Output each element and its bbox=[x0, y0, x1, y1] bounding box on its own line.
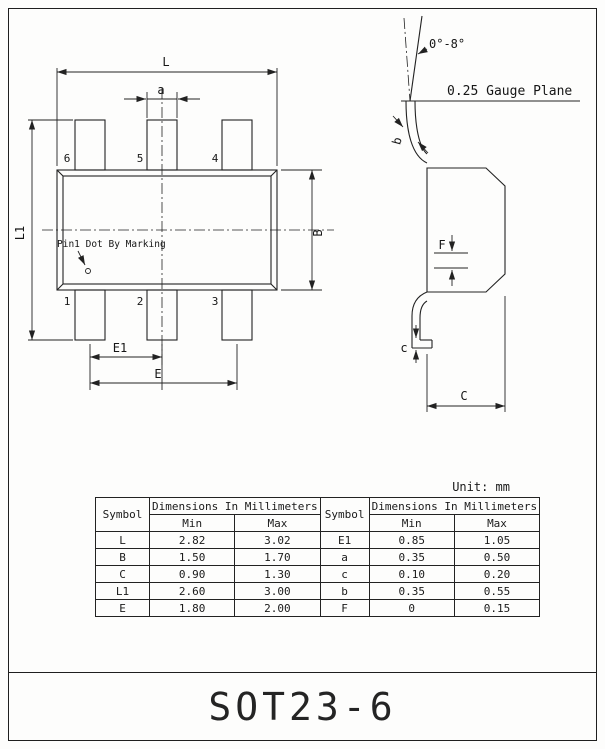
cell-symbol: B bbox=[95, 548, 150, 566]
symbol-header: Symbol bbox=[319, 497, 370, 532]
pin-number-3: 3 bbox=[212, 295, 219, 308]
package-outline-drawing: 6 5 4 1 2 3 L a bbox=[13, 15, 580, 412]
cell-max: 3.00 bbox=[234, 582, 321, 600]
dim-label-L1: L1 bbox=[13, 226, 27, 240]
cell-symbol: L1 bbox=[95, 582, 150, 600]
pin1-marking-note: Pin1 Dot By Marking bbox=[57, 239, 166, 274]
cell-symbol: C bbox=[95, 565, 150, 583]
dim-label-C: C bbox=[460, 389, 467, 403]
pin-number-2: 2 bbox=[137, 295, 144, 308]
dim-label-E: E bbox=[154, 367, 161, 381]
cell-symbol: E1 bbox=[319, 531, 370, 549]
bottom-lead bbox=[411, 291, 433, 349]
dim-L: L bbox=[56, 55, 278, 166]
dims-header: Dimensions In Millimeters bbox=[149, 497, 321, 515]
angle-label: 0°-8° bbox=[429, 37, 465, 51]
cell-max: 2.00 bbox=[234, 599, 321, 617]
pin-3 bbox=[221, 289, 253, 341]
gauge-plane: 0.25 Gauge Plane bbox=[401, 84, 580, 102]
dimension-table: Symbol Dimensions In Millimeters Symbol … bbox=[95, 497, 541, 617]
unit-label: Unit: mm bbox=[452, 480, 510, 494]
pin-number-5: 5 bbox=[137, 152, 144, 165]
cell-max: 0.50 bbox=[453, 548, 541, 566]
side-view: 0°-8° 0.25 Gauge Plane b bbox=[389, 15, 580, 412]
pin-number-4: 4 bbox=[212, 152, 219, 165]
pin-number-6: 6 bbox=[64, 152, 71, 165]
max-header: Max bbox=[234, 514, 321, 532]
max-header: Max bbox=[453, 514, 541, 532]
cell-min: 0 bbox=[368, 599, 455, 617]
cell-max: 1.05 bbox=[453, 531, 541, 549]
cell-max: 0.20 bbox=[453, 565, 541, 583]
cell-symbol: E bbox=[95, 599, 150, 617]
dim-c: c bbox=[400, 325, 420, 363]
min-header: Min bbox=[368, 514, 455, 532]
cell-max: 0.15 bbox=[453, 599, 541, 617]
dim-C: C bbox=[426, 296, 506, 412]
dim-label-a: a bbox=[157, 83, 164, 97]
cell-min: 0.90 bbox=[148, 565, 236, 583]
dim-E: E bbox=[90, 344, 238, 390]
cell-symbol: F bbox=[319, 599, 370, 617]
cell-min: 2.60 bbox=[148, 582, 236, 600]
pin-number-1: 1 bbox=[64, 295, 71, 308]
pin-1 bbox=[74, 289, 106, 341]
dim-label-c: c bbox=[400, 341, 407, 355]
cell-max: 1.70 bbox=[234, 548, 321, 566]
pin1-note-text: Pin1 Dot By Marking bbox=[57, 239, 166, 250]
symbol-header: Symbol bbox=[95, 497, 150, 532]
cell-min: 1.50 bbox=[148, 548, 236, 566]
pin1-dot bbox=[85, 268, 91, 274]
table-row: E 1.80 2.00 F 0 0.15 bbox=[95, 599, 541, 617]
dim-label-b: b bbox=[389, 136, 404, 147]
dim-L1: L1 bbox=[13, 119, 73, 341]
table-header-row-1: Symbol Dimensions In Millimeters Symbol … bbox=[95, 497, 541, 532]
dim-label-F: F bbox=[438, 238, 445, 252]
top-view: 6 5 4 1 2 3 L a bbox=[13, 55, 334, 390]
cell-min: 0.35 bbox=[368, 582, 455, 600]
dims-header: Dimensions In Millimeters bbox=[368, 497, 541, 515]
dim-label-B: B bbox=[311, 229, 325, 236]
cell-min: 0.10 bbox=[368, 565, 455, 583]
cell-min: 0.85 bbox=[368, 531, 455, 549]
table-row: C 0.90 1.30 c 0.10 0.20 bbox=[95, 565, 541, 583]
cell-symbol: b bbox=[319, 582, 370, 600]
cell-min: 1.80 bbox=[148, 599, 236, 617]
title-block: SOT23-6 bbox=[8, 672, 597, 741]
table-row: L1 2.60 3.00 b 0.35 0.55 bbox=[95, 582, 541, 600]
cell-symbol: c bbox=[319, 565, 370, 583]
dim-b: b bbox=[389, 115, 429, 154]
table-row: B 1.50 1.70 a 0.35 0.50 bbox=[95, 548, 541, 566]
title-block-separator bbox=[8, 672, 597, 673]
min-header: Min bbox=[148, 514, 236, 532]
table-row: L 2.82 3.02 E1 0.85 1.05 bbox=[95, 531, 541, 549]
package-title: SOT23-6 bbox=[208, 684, 397, 729]
table-header-row-2: Min Max Min Max bbox=[96, 514, 541, 532]
package-body-side-view bbox=[426, 167, 506, 293]
dim-B: B bbox=[281, 169, 325, 291]
cell-min: 0.35 bbox=[368, 548, 455, 566]
top-lead bbox=[405, 100, 428, 164]
pin-4 bbox=[221, 119, 253, 171]
cell-symbol: a bbox=[319, 548, 370, 566]
cell-max: 0.55 bbox=[453, 582, 541, 600]
cell-min: 2.82 bbox=[148, 531, 236, 549]
dim-a: a bbox=[124, 83, 200, 118]
dim-label-E1: E1 bbox=[113, 341, 127, 355]
package-body-top-view bbox=[56, 169, 278, 291]
cell-symbol: L bbox=[95, 531, 150, 549]
dim-label-L: L bbox=[162, 55, 169, 69]
gauge-plane-label: 0.25 Gauge Plane bbox=[447, 84, 572, 99]
cell-max: 3.02 bbox=[234, 531, 321, 549]
cell-max: 1.30 bbox=[234, 565, 321, 583]
dim-F: F bbox=[434, 235, 468, 286]
lead-angle-annotation: 0°-8° bbox=[403, 15, 465, 102]
pin-6 bbox=[74, 119, 106, 171]
